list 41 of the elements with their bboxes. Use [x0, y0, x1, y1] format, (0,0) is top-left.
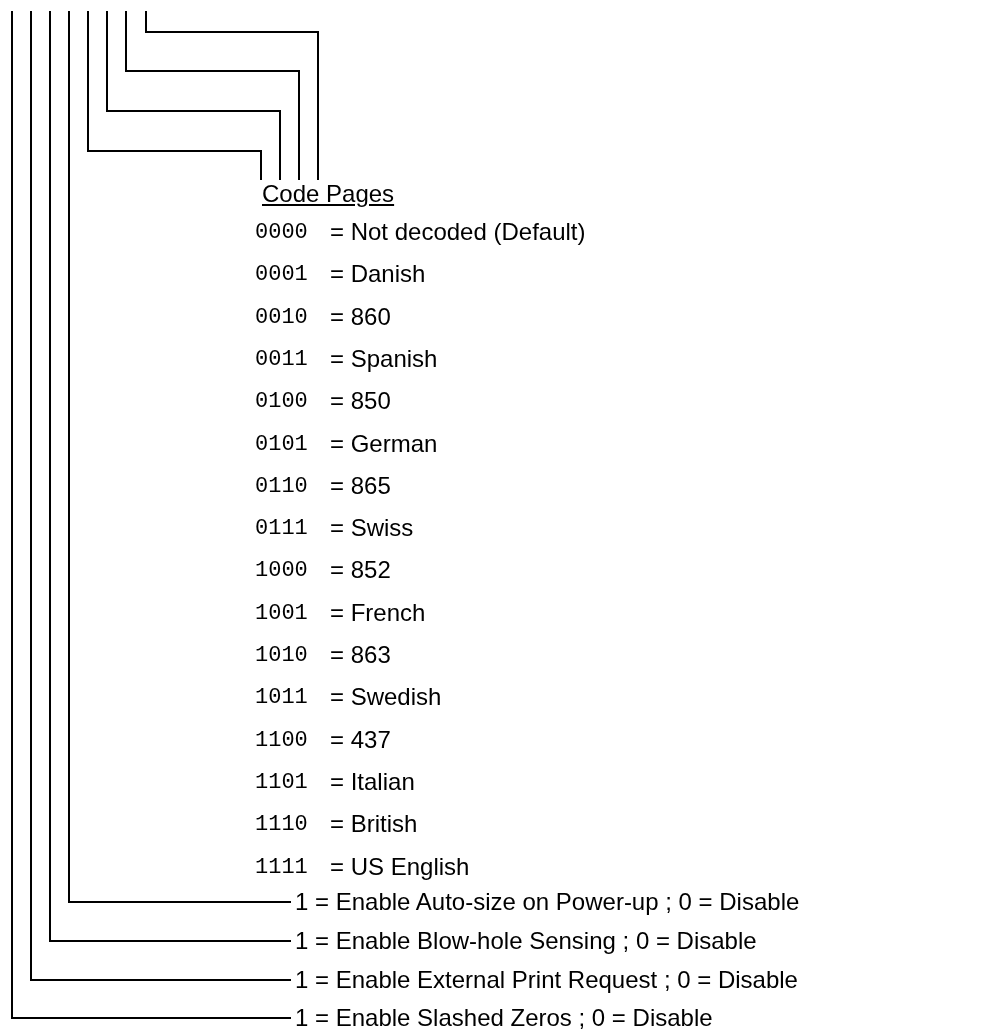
binary-code: 1010 — [255, 643, 308, 667]
binary-code: 1110 — [255, 812, 308, 837]
code-page-value: = 865 — [330, 473, 391, 498]
binary-code: 0110 — [255, 473, 308, 498]
code-page-value: = 850 — [330, 389, 391, 414]
code-page-value: = Swiss — [330, 516, 414, 541]
code-page-value: = 863 — [330, 643, 391, 667]
binary-code: 0111 — [255, 516, 308, 541]
code-page-value: = Not decoded (Default) — [330, 220, 586, 244]
code-page-value: = Swedish — [330, 685, 442, 710]
code-page-value: = 852 — [330, 558, 391, 583]
binary-code: 0001 — [255, 262, 308, 287]
binary-code: 1111 — [255, 854, 308, 879]
leader-line — [106, 10, 281, 181]
code-page-value: = Danish — [330, 262, 426, 287]
code-page-value: = US English — [330, 854, 470, 879]
binary-code: 1001 — [255, 600, 308, 625]
leader-line — [125, 10, 300, 181]
binary-code: 0101 — [255, 431, 308, 456]
binary-code: 0011 — [255, 346, 308, 371]
bit-description: 1 = Enable Auto-size on Power-up ; 0 = Disable — [295, 890, 800, 914]
code-page-value: = French — [330, 600, 426, 625]
binary-code: 1100 — [255, 727, 308, 752]
binary-code: 0000 — [255, 220, 308, 244]
table-heading: Code Pages — [250, 180, 490, 208]
binary-code: 1000 — [255, 558, 308, 583]
code-page-value: = British — [330, 812, 418, 837]
leader-line — [145, 10, 319, 181]
code-page-value: = Italian — [330, 769, 415, 794]
binary-code: 0010 — [255, 304, 308, 329]
bit-description: 1 = Enable Blow-hole Sensing ; 0 = Disable — [295, 929, 757, 953]
binary-code: 0100 — [255, 389, 308, 414]
code-page-value: = 860 — [330, 304, 391, 329]
bit-description: 1 = Enable Slashed Zeros ; 0 = Disable — [295, 1006, 713, 1030]
binary-code: 1011 — [255, 685, 308, 710]
bit-description: 1 = Enable External Print Request ; 0 = Disable — [295, 968, 798, 992]
code-page-value: = 437 — [330, 727, 391, 752]
binary-code: 1101 — [255, 769, 308, 794]
leader-line — [87, 10, 262, 181]
code-page-value: = Spanish — [330, 346, 438, 371]
code-page-value: = German — [330, 431, 438, 456]
